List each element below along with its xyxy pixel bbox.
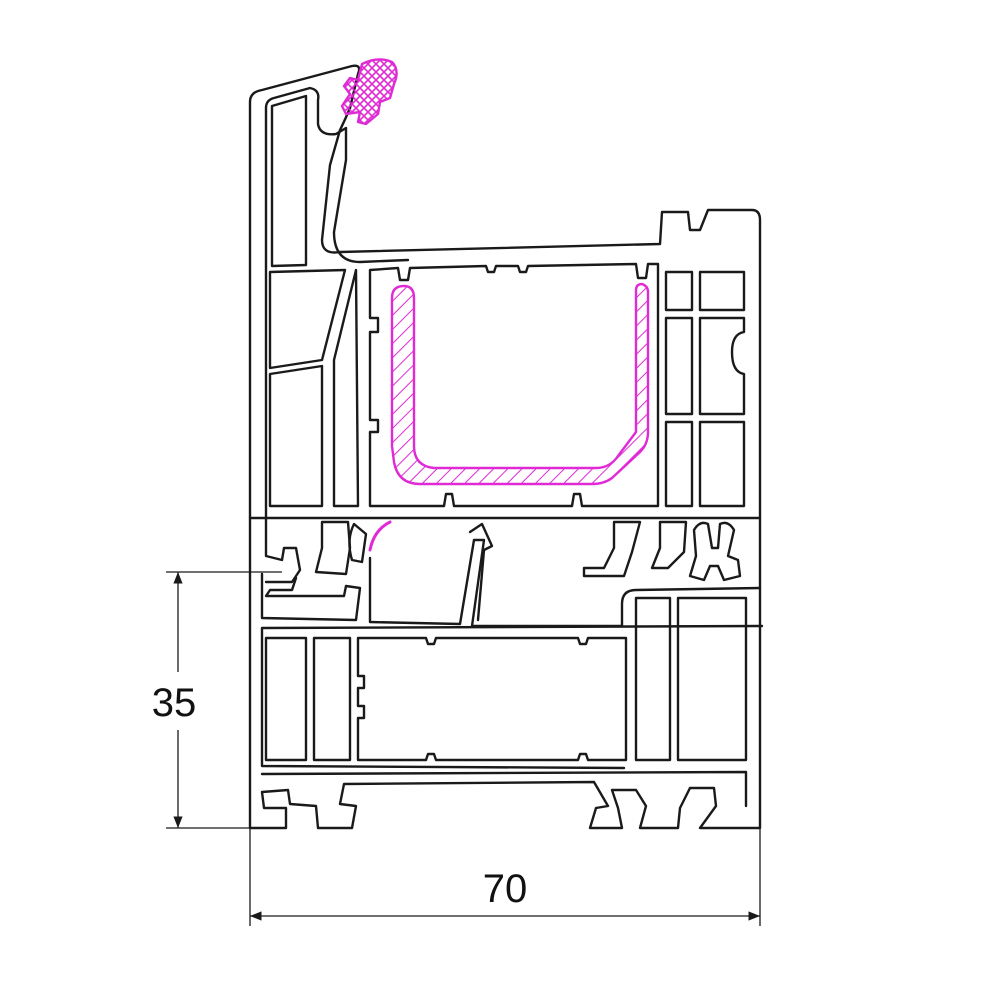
gasket-lip bbox=[368, 520, 392, 552]
interlock-hook-left bbox=[264, 516, 302, 584]
sash-chamber-2 bbox=[268, 364, 324, 508]
frame-chamber-r2 bbox=[676, 596, 748, 762]
frame-bottom-rail bbox=[260, 770, 748, 808]
sash-chamber-r5 bbox=[698, 316, 746, 416]
sash-chamber-r4 bbox=[698, 270, 746, 312]
dimension-width: 70 bbox=[249, 828, 761, 926]
height-dimension-label: 35 bbox=[152, 681, 197, 725]
dimension-height: 35 bbox=[152, 571, 282, 829]
frame-middle-rail bbox=[260, 624, 764, 770]
interlock-zone bbox=[264, 516, 742, 622]
sash-glazing-seal bbox=[340, 58, 398, 126]
width-dimension-label: 70 bbox=[483, 867, 528, 911]
sash-chamber-1 bbox=[268, 268, 347, 370]
sash-inner-wall bbox=[264, 86, 410, 520]
frame-glazing-channel bbox=[368, 538, 762, 628]
interlock-hook-3 bbox=[348, 522, 368, 564]
frame-upper-rail bbox=[260, 572, 362, 622]
interlock-hook-5 bbox=[582, 520, 642, 578]
steel-reinforcement bbox=[390, 282, 650, 486]
sash-chamber-3 bbox=[332, 268, 360, 508]
frame-chamber-main bbox=[356, 636, 628, 762]
sash-main-chamber bbox=[368, 262, 660, 508]
frame-profile bbox=[248, 516, 764, 830]
interlock-gasket-clip bbox=[688, 521, 742, 582]
frame-chamber-2 bbox=[312, 636, 352, 762]
frame-chamber-r1 bbox=[634, 596, 672, 762]
sash-chamber-r6 bbox=[698, 420, 746, 508]
sash-chamber-r2 bbox=[664, 316, 694, 416]
frame-chamber-1 bbox=[264, 636, 308, 762]
sash-outer-contour bbox=[248, 64, 762, 520]
sash-chamber-r1 bbox=[664, 270, 694, 312]
interlock-hook-4 bbox=[468, 522, 494, 622]
sash-chamber-r3 bbox=[664, 420, 694, 508]
sash-profile bbox=[248, 64, 762, 520]
interlock-hook-6 bbox=[650, 520, 688, 570]
frame-outer-contour bbox=[248, 516, 762, 830]
interlock-hook-2 bbox=[314, 520, 352, 576]
sash-head-chamber bbox=[270, 94, 308, 268]
